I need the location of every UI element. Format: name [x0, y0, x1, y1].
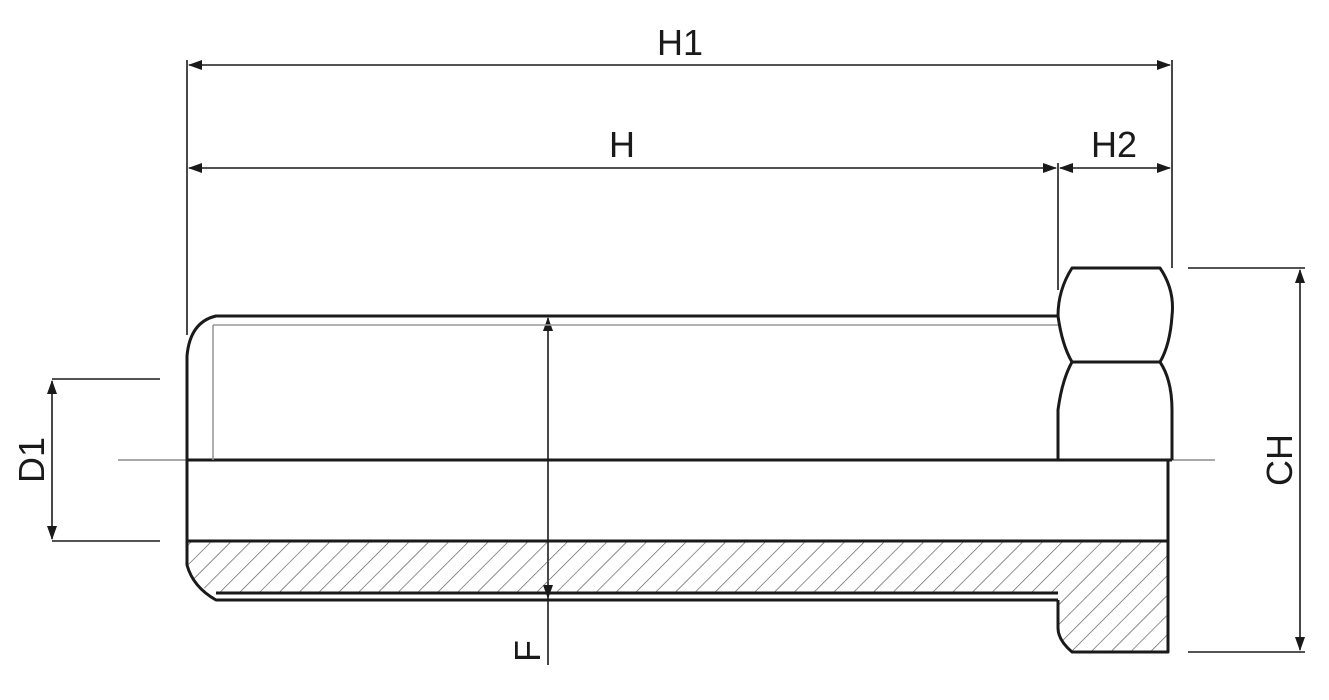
dimension-label-d1: D1	[11, 437, 52, 483]
dimension-label-h2: H2	[1091, 124, 1137, 165]
part-outline	[185, 266, 1174, 654]
dimension-label-h: H	[609, 124, 635, 165]
extension-lines	[52, 60, 1305, 653]
dimension-label-f: F	[507, 640, 548, 662]
dimension-label-ch: CH	[1259, 434, 1300, 486]
dimension-label-h1: H1	[657, 22, 703, 63]
section-hatching	[187, 541, 1168, 652]
